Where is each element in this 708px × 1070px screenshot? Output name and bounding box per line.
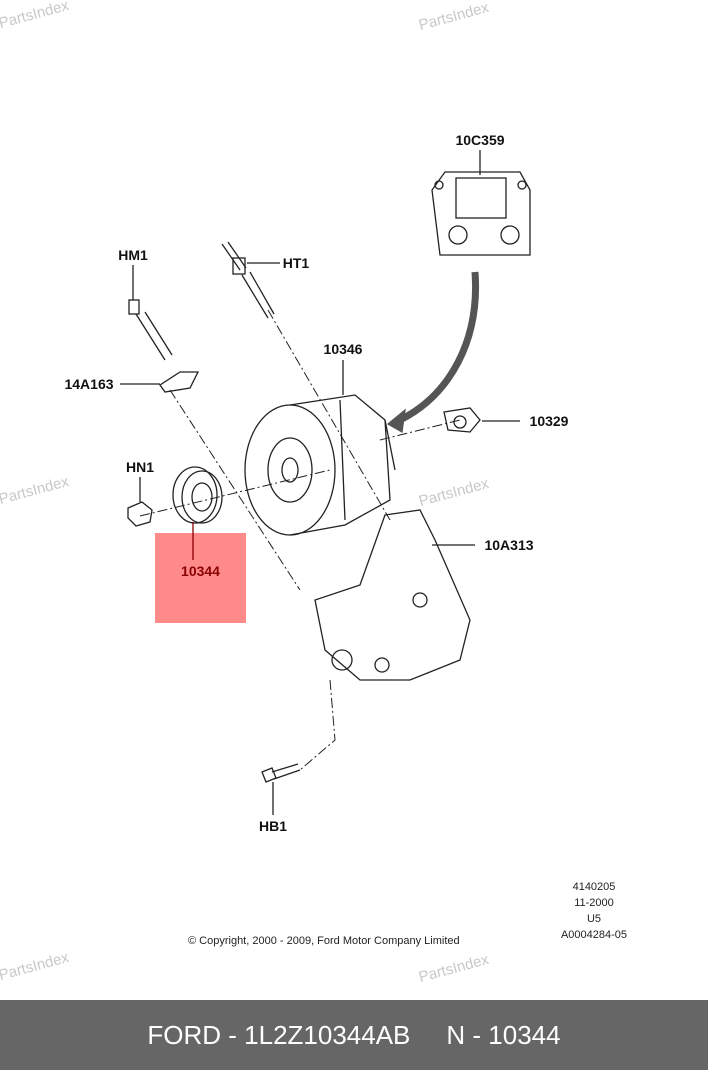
drawing-meta: 4140205 11-2000 U5 A0004284-05 <box>561 879 627 943</box>
drawing-code: U5 <box>586 913 602 925</box>
callout-10A313: 10A313 <box>484 537 534 553</box>
callout-10C359: 10C359 <box>455 132 505 148</box>
part-HT1 <box>221 241 275 319</box>
drawing-number: 4140205 <box>572 881 616 893</box>
callout-HM1: HM1 <box>118 247 148 263</box>
part-HB1 <box>261 763 301 783</box>
part-10A313 <box>314 509 471 681</box>
part-10346 <box>244 394 396 536</box>
drawing-date: 11-2000 <box>574 897 614 909</box>
highlighted-part-10344[interactable]: 10344 <box>155 533 246 623</box>
callout-14A163: 14A163 <box>64 376 114 392</box>
copyright: © Copyright, 2000 - 2009, Ford Motor Com… <box>188 935 460 947</box>
part-HN1 <box>127 501 153 527</box>
drawing-ref: A0004284-05 <box>560 929 628 941</box>
callout-10346: 10346 <box>323 341 363 357</box>
callout-10329: 10329 <box>529 413 569 429</box>
part-10344 <box>172 466 223 524</box>
callout-HN1: HN1 <box>125 459 155 475</box>
part-ref-number: N - 10344 <box>446 1019 561 1050</box>
part-10329 <box>443 407 481 433</box>
alternator-exploded-diagram <box>120 150 531 815</box>
part-10C359 <box>431 171 531 256</box>
callout-10344: 10344 <box>181 563 220 579</box>
part-HM1 <box>128 299 173 361</box>
footer-bar: FORD - 1L2Z10344AB N - 10344 <box>0 1000 708 1070</box>
part-number: FORD - 1L2Z10344AB <box>147 1019 411 1050</box>
callout-HT1: HT1 <box>282 255 310 271</box>
part-14A163 <box>159 371 200 393</box>
callout-HB1: HB1 <box>258 818 288 834</box>
